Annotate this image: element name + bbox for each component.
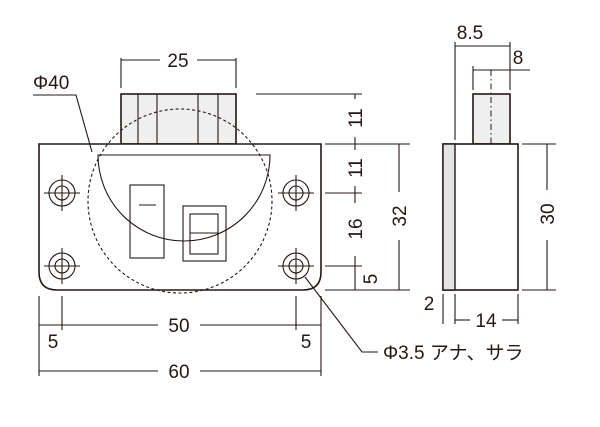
side-view: 8.5 8 30 2 14	[424, 23, 559, 332]
label-hole-note: Φ3.5 アナ、サラ	[383, 343, 524, 364]
label-hole-offset-left: 5	[48, 332, 59, 353]
dim-knob-width: 25	[120, 51, 237, 88]
dim-overall-depth: 8.5	[454, 23, 511, 140]
screw-hole-bottom-right-icon	[278, 248, 314, 284]
label-side-height: 30	[538, 203, 559, 224]
label-overall-depth: 8.5	[457, 23, 483, 44]
label-hole-offset-bottom: 5	[361, 274, 382, 285]
label-total-width: 60	[168, 362, 189, 383]
label-knob-depth: 8	[513, 48, 524, 69]
knob	[120, 93, 237, 145]
dim-right-verticals: 11 11 16 5 32	[256, 93, 411, 291]
screw-hole-top-left-icon	[44, 175, 80, 211]
body-plate	[38, 143, 322, 291]
label-knob-height: 11	[346, 108, 367, 128]
label-knob-width: 25	[167, 51, 188, 72]
housing-outline	[97, 154, 271, 242]
label-plate-thickness: 2	[424, 294, 435, 315]
front-view: 25 Φ40 11 11 16 5 32	[33, 51, 524, 383]
label-hole-offset-right: 5	[301, 332, 312, 353]
dim-body-diameter: Φ40	[33, 73, 93, 153]
label-body-depth: 14	[475, 311, 497, 332]
screw-hole-top-right-icon	[278, 175, 314, 211]
screw-holes	[44, 175, 314, 284]
label-hole-spacing-vertical: 16	[346, 218, 367, 239]
dim-side-height: 30	[522, 143, 559, 291]
switch-slots	[129, 184, 227, 262]
dim-knob-depth: 8	[472, 48, 530, 90]
dia-circle	[87, 108, 273, 294]
side-plate	[442, 143, 456, 291]
dim-hole-note: Φ3.5 アナ、サラ	[304, 276, 524, 364]
label-total-height: 32	[390, 205, 411, 226]
label-body-diameter: Φ40	[33, 73, 69, 94]
label-hole-spacing-horizontal: 50	[168, 316, 189, 337]
screw-hole-bottom-left-icon	[44, 248, 80, 284]
label-upper-height: 11	[346, 158, 367, 178]
dim-bottom-horizontals: 5 50 5 60	[38, 296, 322, 383]
dim-side-bottom: 2 14	[424, 294, 519, 332]
